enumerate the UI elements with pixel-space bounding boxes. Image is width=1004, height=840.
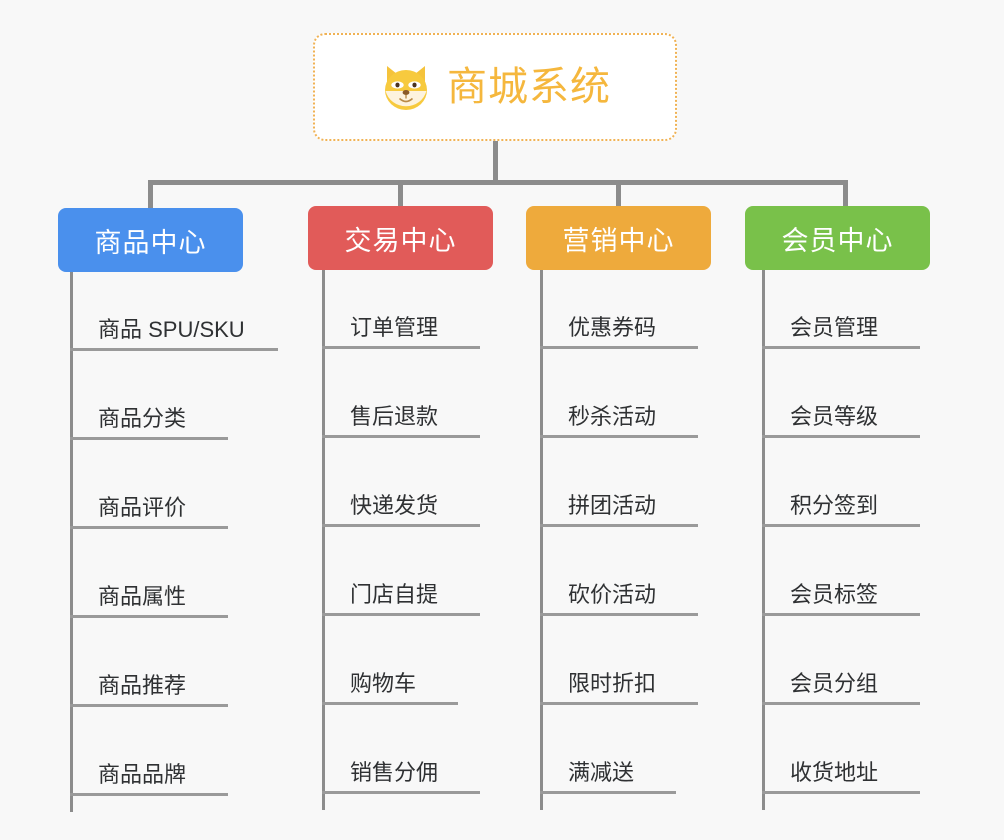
leaf-label: 砍价活动 [568, 581, 657, 607]
leaf-label: 购物车 [350, 670, 417, 696]
leaf-item[interactable]: 会员管理 [762, 260, 920, 349]
leaf-label: 门店自提 [350, 581, 439, 607]
leaf-rule [540, 613, 698, 616]
leaf-item[interactable]: 秒杀活动 [540, 349, 698, 438]
leaf-label: 会员标签 [790, 581, 879, 607]
leaf-label: 优惠券码 [568, 314, 657, 340]
connector-drop-4 [843, 180, 848, 210]
leaf-rule [762, 791, 920, 794]
leaf-label: 拼团活动 [568, 492, 657, 518]
leaf-rule [762, 435, 920, 438]
connector-drop-2 [398, 180, 403, 210]
leaf-item[interactable]: 商品属性 [70, 529, 228, 618]
leaf-item[interactable]: 拼团活动 [540, 438, 698, 527]
leaf-rule [322, 702, 458, 705]
column-header-label: 会员中心 [781, 225, 894, 256]
leaf-item[interactable]: 快递发货 [322, 438, 480, 527]
leaf-item[interactable]: 商品品牌 [70, 707, 228, 796]
leaf-label: 快递发货 [350, 492, 439, 518]
column-spine-1 [70, 272, 73, 812]
column-spine-3 [540, 270, 543, 810]
leaf-item[interactable]: 积分签到 [762, 438, 920, 527]
leaf-label: 商品属性 [98, 583, 187, 609]
leaf-item[interactable]: 商品评价 [70, 440, 228, 529]
leaf-rule [762, 346, 920, 349]
column-header-product-center[interactable]: 商品中心 [58, 208, 243, 272]
leaf-item[interactable]: 销售分佣 [322, 705, 480, 794]
leaf-rule [540, 791, 676, 794]
leaf-item[interactable]: 订单管理 [322, 260, 480, 349]
leaf-rule [322, 346, 480, 349]
leaf-rule [322, 791, 480, 794]
column-spine-2 [322, 270, 325, 810]
leaf-label: 商品分类 [98, 405, 187, 431]
leaf-item[interactable]: 商品 SPU/SKU [70, 262, 278, 351]
leaf-rule [540, 435, 698, 438]
leaf-rule [540, 524, 698, 527]
shiba-dog-face-icon [379, 60, 433, 114]
root-node-shop-system[interactable]: 商城系统 [313, 33, 677, 141]
leaf-label: 会员等级 [790, 403, 879, 429]
leaf-rule [322, 435, 480, 438]
leaf-rule [762, 524, 920, 527]
leaf-label: 销售分佣 [350, 759, 439, 785]
connector-horizontal-bus [148, 180, 848, 185]
column-header-trade-center[interactable]: 交易中心 [308, 206, 493, 270]
column-header-member-center[interactable]: 会员中心 [745, 206, 930, 270]
leaf-item[interactable]: 门店自提 [322, 527, 480, 616]
leaf-item[interactable]: 会员标签 [762, 527, 920, 616]
leaf-item[interactable]: 收货地址 [762, 705, 920, 794]
leaf-item[interactable]: 会员等级 [762, 349, 920, 438]
column-header-label: 营销中心 [562, 225, 675, 256]
leaf-item[interactable]: 商品推荐 [70, 618, 228, 707]
leaf-label: 秒杀活动 [568, 403, 657, 429]
leaf-rule [762, 613, 920, 616]
connector-drop-1 [148, 180, 153, 210]
leaf-label: 收货地址 [790, 759, 879, 785]
leaf-label: 商品推荐 [98, 672, 187, 698]
leaf-item[interactable]: 限时折扣 [540, 616, 698, 705]
leaf-item[interactable]: 砍价活动 [540, 527, 698, 616]
connector-root-stem [493, 141, 498, 183]
leaf-rule [322, 613, 480, 616]
leaf-item[interactable]: 满减送 [540, 705, 676, 794]
leaf-rule [540, 346, 698, 349]
leaf-label: 积分签到 [790, 492, 879, 518]
leaf-rule [322, 524, 480, 527]
leaf-rule [70, 526, 228, 529]
leaf-item[interactable]: 商品分类 [70, 351, 228, 440]
leaf-label: 售后退款 [350, 403, 439, 429]
leaf-rule [70, 704, 228, 707]
column-header-marketing-center[interactable]: 营销中心 [526, 206, 711, 270]
leaf-rule [540, 702, 698, 705]
leaf-item[interactable]: 优惠券码 [540, 260, 698, 349]
leaf-rule [762, 702, 920, 705]
connector-drop-3 [616, 180, 621, 210]
root-title: 商城系统 [447, 65, 611, 109]
leaf-item[interactable]: 购物车 [322, 616, 458, 705]
leaf-label: 满减送 [568, 759, 635, 785]
column-spine-4 [762, 270, 765, 810]
leaf-item[interactable]: 售后退款 [322, 349, 480, 438]
leaf-label: 订单管理 [350, 314, 439, 340]
leaf-label: 商品 SPU/SKU [98, 316, 245, 342]
column-header-label: 商品中心 [94, 227, 207, 258]
leaf-rule [70, 437, 228, 440]
leaf-rule [70, 615, 228, 618]
leaf-label: 商品评价 [98, 494, 187, 520]
leaf-label: 限时折扣 [568, 670, 657, 696]
leaf-rule [70, 348, 278, 351]
leaf-item[interactable]: 会员分组 [762, 616, 920, 705]
leaf-rule [70, 793, 228, 796]
column-header-label: 交易中心 [344, 225, 457, 256]
leaf-label: 商品品牌 [98, 761, 187, 787]
leaf-label: 会员管理 [790, 314, 879, 340]
leaf-label: 会员分组 [790, 670, 879, 696]
